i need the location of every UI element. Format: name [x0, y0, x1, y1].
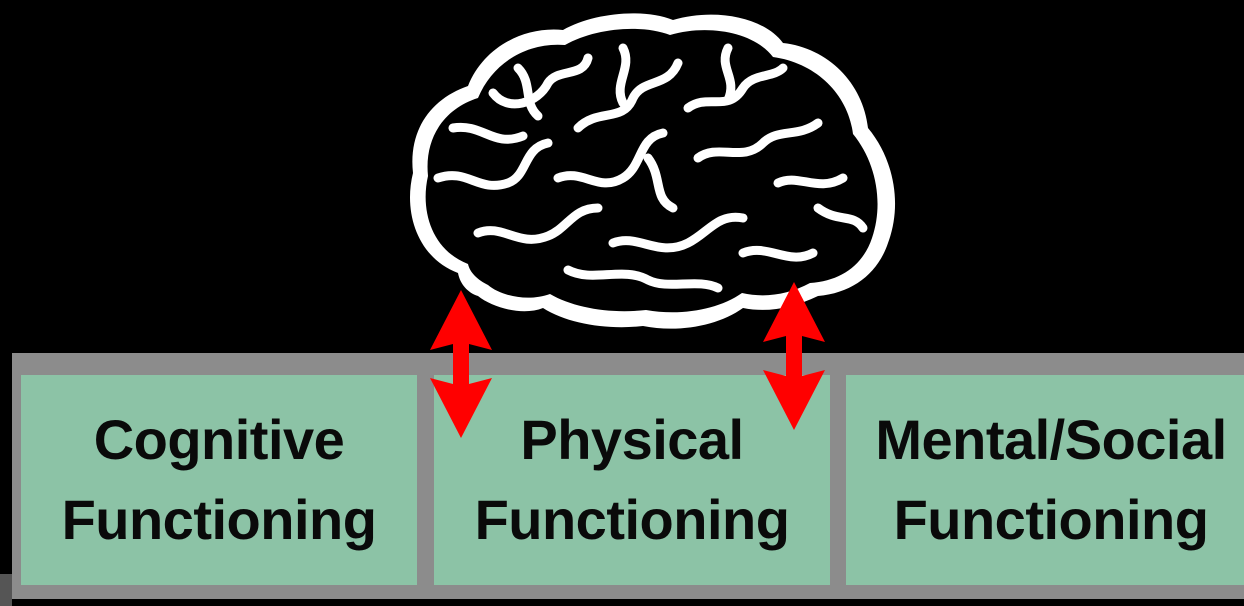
functioning-panel: Cognitive Functioning Physical Functioni… [12, 353, 1244, 599]
corner-mark [0, 574, 12, 606]
brain-icon [410, 13, 896, 329]
box-label-line1: Mental/Social [875, 408, 1227, 471]
box-label-line2: Functioning [893, 488, 1209, 551]
physical-functioning-box: Physical Functioning [434, 375, 830, 585]
mental-social-functioning-box: Mental/Social Functioning [846, 375, 1244, 585]
double-arrow-icon [763, 282, 825, 430]
box-label-line1: Cognitive [93, 408, 345, 471]
cognitive-functioning-box: Cognitive Functioning [21, 375, 417, 585]
box-label-line1: Physical [520, 408, 744, 471]
box-label-line2: Functioning [474, 488, 790, 551]
double-arrow-icon [430, 290, 492, 438]
box-label-line2: Functioning [61, 488, 377, 551]
